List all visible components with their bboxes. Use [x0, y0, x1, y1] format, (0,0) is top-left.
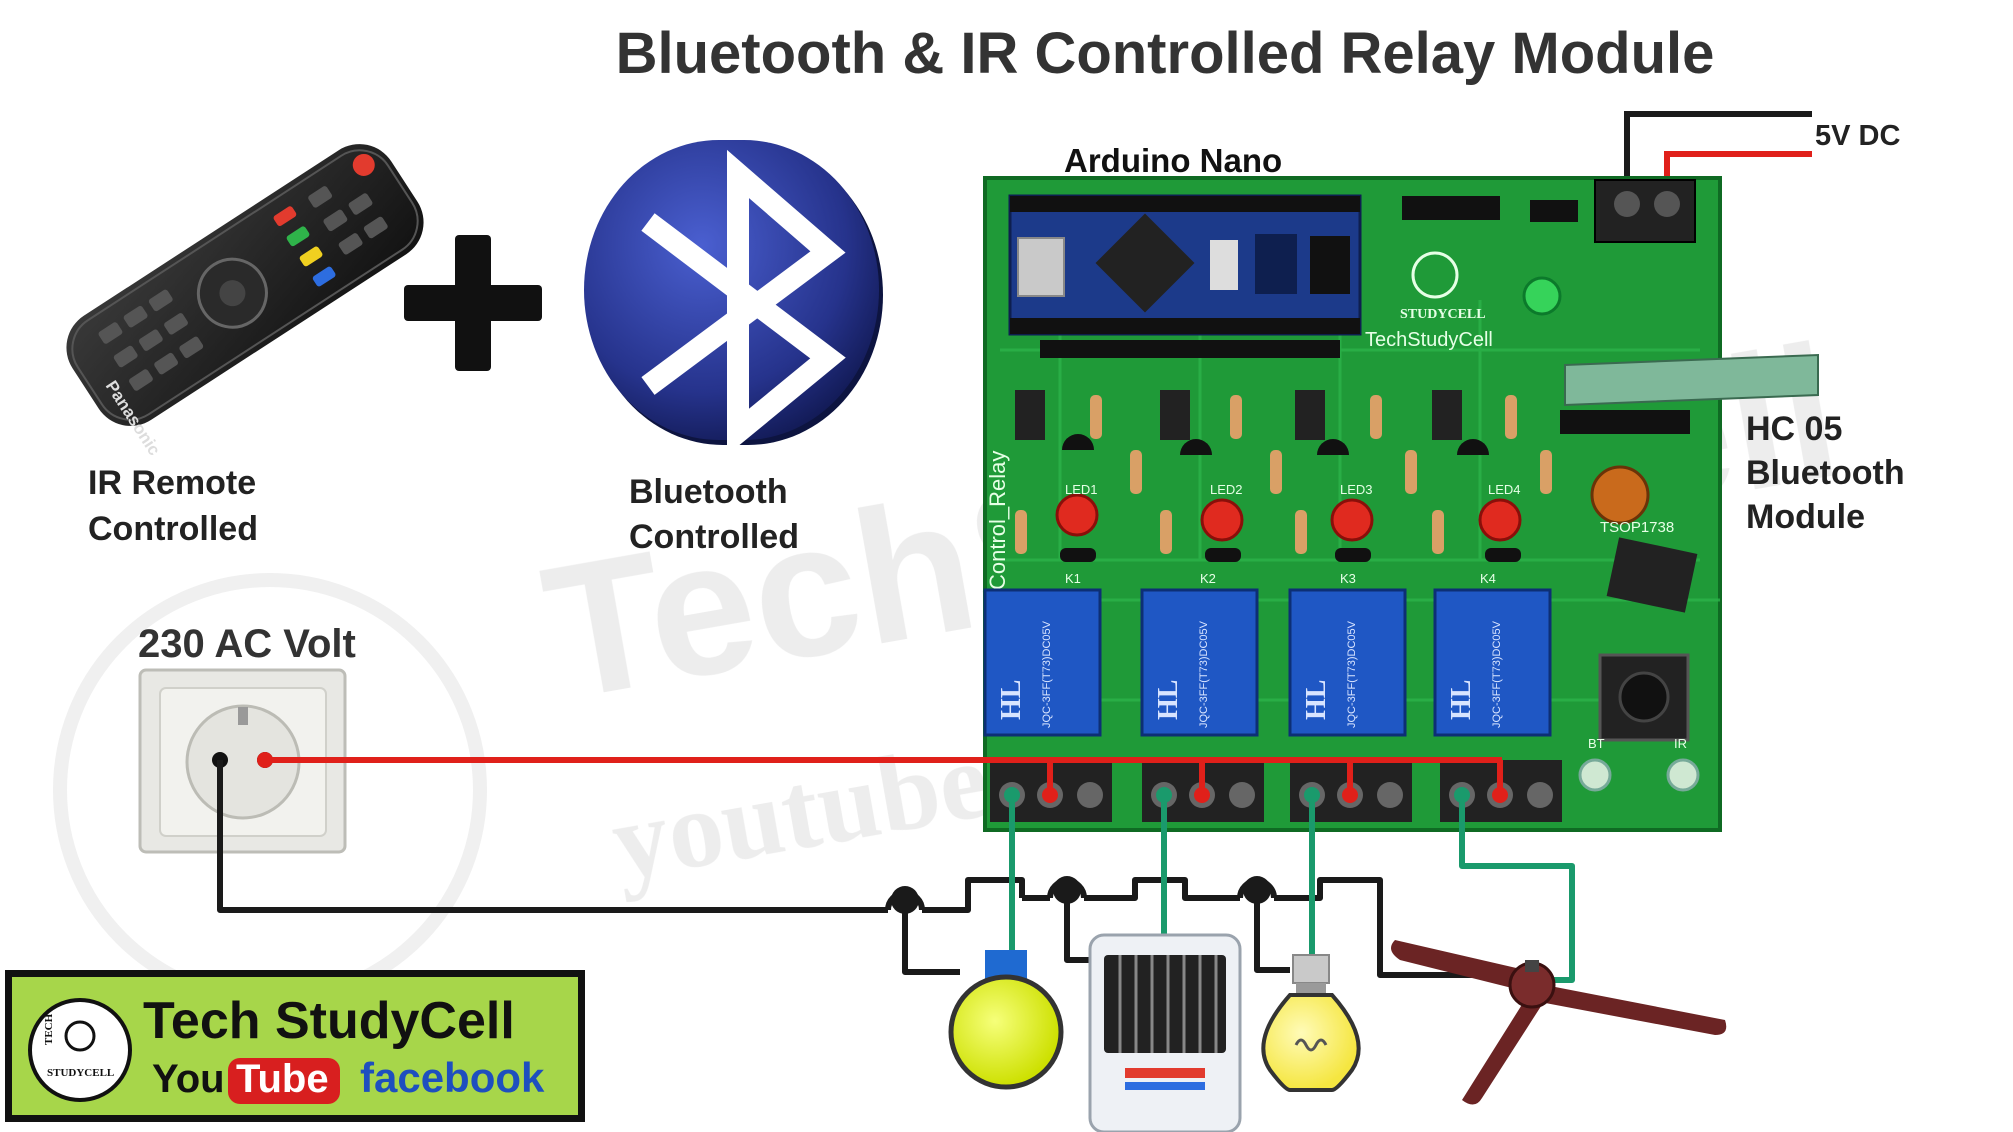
air-cooler-icon: [1088, 933, 1242, 1132]
plus-icon: [404, 235, 542, 371]
relay-4-id: K4: [1480, 571, 1496, 586]
channel-logo: TECH STUDYCELL: [28, 998, 132, 1102]
board-side-silk: Control_Relay: [985, 451, 1010, 590]
bluetooth-label-line1: Bluetooth: [629, 473, 788, 511]
ir-sensor-label: TSOP1738: [1600, 519, 1674, 536]
power-label: 5V DC: [1815, 120, 1900, 152]
status-leds: LED1 LED2 LED3 LED4: [1055, 482, 1522, 542]
relay-board: Arduino Nano STUDYCELL TechStudyCell: [983, 142, 1819, 832]
board-logo-text: STUDYCELL: [1400, 307, 1486, 322]
led-4: [1478, 498, 1522, 542]
board-logo: STUDYCELL: [1400, 251, 1486, 322]
led-1-label: LED1: [1065, 482, 1098, 497]
ac-label: 230 AC Volt: [138, 622, 356, 666]
ir-indicator-led: [1666, 758, 1700, 792]
bulb-1-icon: [948, 950, 1064, 1090]
arduino-label: Arduino Nano: [1064, 142, 1282, 179]
load-wires: [1009, 795, 1575, 983]
board-brand-silk: TechStudyCell: [1365, 329, 1493, 351]
driver-components: [1015, 390, 1552, 554]
page-title: Bluetooth & IR Controlled Relay Module: [616, 21, 1715, 86]
relay-2-model: JQC-3FF(T73)DC05V: [1198, 620, 1210, 728]
relay-4-model: JQC-3FF(T73)DC05V: [1491, 620, 1503, 728]
hc05-label-line1: HC 05: [1746, 410, 1842, 448]
led-2: [1200, 498, 1244, 542]
relay-2: HL JQC-3FF(T73)DC05V K2: [1140, 571, 1259, 737]
relay-4: HL JQC-3FF(T73)DC05V K4: [1433, 571, 1552, 737]
led-2-label: LED2: [1210, 482, 1243, 497]
relay-1-model: JQC-3FF(T73)DC05V: [1041, 620, 1053, 728]
relays: HL JQC-3FF(T73)DC05V K1 HL JQC-3FF(T73)D…: [983, 571, 1552, 737]
ceiling-fan-icon: [1391, 940, 1727, 1105]
capacitor: [1590, 465, 1650, 525]
relay-1-brand: HL: [996, 680, 1027, 720]
led-4-label: LED4: [1488, 482, 1521, 497]
relay-3-id: K3: [1340, 571, 1356, 586]
bt-indicator-label: BT: [1588, 736, 1605, 751]
relay-1-id: K1: [1065, 571, 1081, 586]
bulb-2-icon: [1261, 954, 1361, 1092]
relay-3: HL JQC-3FF(T73)DC05V K3: [1288, 571, 1407, 737]
channel-logo-bottom: STUDYCELL: [47, 1067, 114, 1079]
arduino-nano: [1008, 194, 1362, 336]
relay-2-id: K2: [1200, 571, 1216, 586]
bluetooth-label-line2: Controlled: [629, 518, 799, 556]
led-3-label: LED3: [1340, 482, 1373, 497]
relay-4-brand: HL: [1446, 680, 1477, 720]
youtube-tube: Tube: [236, 1057, 329, 1101]
ir-remote: Panasonic: [66, 144, 424, 459]
relay-1: HL JQC-3FF(T73)DC05V K1: [983, 571, 1102, 737]
relay-3-brand: HL: [1301, 680, 1332, 720]
ir-remote-label-line2: Controlled: [88, 510, 258, 548]
led-3: [1330, 498, 1374, 542]
hc05-label-line3: Module: [1746, 498, 1865, 536]
led-1: [1055, 493, 1099, 537]
ir-indicator-label: IR: [1674, 736, 1687, 751]
bluetooth-icon: [584, 140, 883, 456]
ir-remote-label-line1: IR Remote: [88, 464, 256, 502]
youtube-tube-box: [228, 1058, 340, 1104]
relay-2-brand: HL: [1153, 680, 1184, 720]
facebook-text: facebook: [360, 1054, 545, 1101]
power-led: [1522, 276, 1562, 316]
youtube-you: You: [152, 1057, 225, 1101]
bt-indicator-led: [1578, 758, 1612, 792]
hc05-label-line2: Bluetooth: [1746, 454, 1905, 492]
ir-sensor: [1606, 537, 1698, 613]
watermark-sub: youtube: [603, 718, 997, 904]
hc05-module: [1564, 353, 1819, 407]
relay-3-model: JQC-3FF(T73)DC05V: [1346, 620, 1358, 728]
channel-logo-top: TECH: [43, 1013, 55, 1045]
channel-name: Tech StudyCell: [143, 992, 515, 1050]
wall-socket: [138, 668, 347, 854]
branding-banner: TECH STUDYCELL Tech StudyCell You Tube f…: [5, 970, 585, 1122]
